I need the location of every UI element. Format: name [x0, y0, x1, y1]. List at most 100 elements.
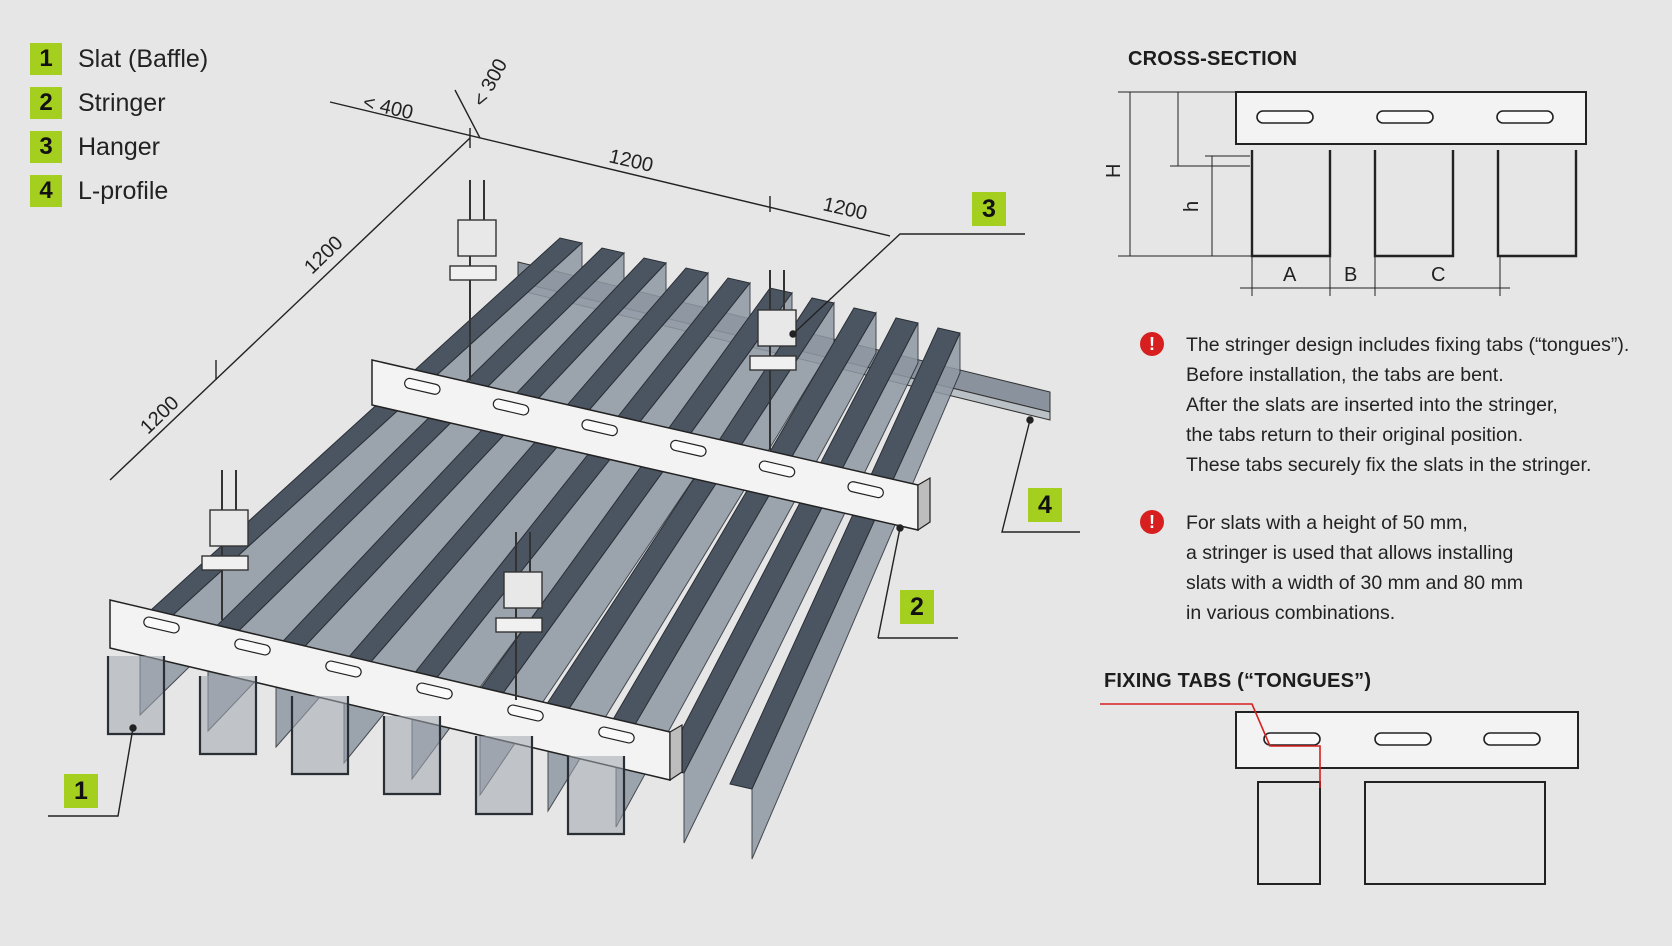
stringer-slot [581, 419, 618, 437]
legend: 1 Slat (Baffle) 2 Stringer 3 Hanger 4 L-… [30, 42, 208, 218]
cross-section-title: CROSS-SECTION [1128, 48, 1298, 70]
slat-end [566, 756, 626, 836]
warning-icon: ! [1140, 510, 1164, 534]
fixing-tabs-drawing [1100, 703, 1579, 885]
slats [116, 237, 961, 860]
note-line: Before installation, the tabs are bent. [1186, 364, 1504, 386]
slat-end [290, 696, 350, 776]
stringer-front-slots [143, 616, 635, 744]
legend-item-lprofile: 4 L-profile [30, 174, 208, 208]
hanger-bracket [201, 555, 249, 571]
stringer-slot [416, 682, 453, 700]
ft-slot [1483, 732, 1541, 746]
note-text: For slats with a height of 50 mm, a stri… [1186, 508, 1523, 628]
legend-item-stringer: 2 Stringer [30, 86, 208, 120]
hanger-clip [209, 509, 249, 547]
callout-lprofile: 4 [1028, 488, 1062, 522]
legend-item-hanger: 3 Hanger [30, 130, 208, 164]
slat-end [382, 716, 442, 796]
legend-label: L-profile [78, 176, 169, 205]
hangers [201, 180, 797, 700]
slat-end [474, 736, 534, 816]
cs-label-A: A [1283, 264, 1297, 286]
hanger-clip [757, 309, 797, 347]
cs-label-B: B [1344, 264, 1357, 286]
note-line: These tabs securely fix the slats in the… [1186, 454, 1592, 476]
note-line: the tabs return to their original positi… [1186, 424, 1524, 446]
slat-ends [106, 656, 626, 836]
stringer-slot [507, 704, 544, 722]
slat-end [106, 656, 166, 736]
cs-slat [1373, 150, 1455, 258]
cs-slot [1376, 110, 1434, 124]
stringer-slot [325, 660, 362, 678]
note-text: The stringer design includes fixing tabs… [1186, 330, 1629, 480]
leader-lprofile [1001, 419, 1080, 533]
stringer-back [371, 359, 931, 532]
legend-badge: 4 [30, 175, 62, 207]
dim-lt400: < 400 [361, 91, 415, 124]
cs-slots [1256, 110, 1554, 124]
cs-slot [1496, 110, 1554, 124]
dim-top-span-right: 1200 [821, 193, 869, 224]
hanger-bracket [449, 265, 497, 281]
callout-hanger: 3 [972, 192, 1006, 226]
legend-badge: 2 [30, 87, 62, 119]
stringer-slot [404, 377, 441, 395]
note-slat-height: ! For slats with a height of 50 mm, a st… [1140, 508, 1523, 628]
stringer-slot [758, 460, 796, 478]
ft-red-highlight [1100, 703, 1321, 788]
leader-dot-stringer [896, 524, 904, 532]
stringer-slot [143, 616, 180, 634]
note-line: After the slats are inserted into the st… [1186, 394, 1558, 416]
leader-stringer [877, 527, 901, 639]
stringer-slot [598, 726, 635, 744]
callout-leaders [48, 233, 1080, 817]
ft-slot [1374, 732, 1432, 746]
dim-left-span-lower: 1200 [136, 392, 183, 439]
hanger-bracket [495, 617, 543, 633]
stringer-back-slots [404, 377, 884, 499]
legend-badge: 3 [30, 131, 62, 163]
dim-left-span-upper: 1200 [300, 232, 347, 279]
hanger-clip [503, 571, 543, 609]
legend-label: Slat (Baffle) [78, 44, 209, 73]
note-line: in various combinations. [1186, 602, 1396, 624]
note-line: The stringer design includes fixing tabs… [1186, 334, 1630, 356]
stringer-front [109, 599, 683, 782]
top-dimension-line [329, 101, 891, 237]
ft-slot [1263, 732, 1321, 746]
note-tabs: ! The stringer design includes fixing ta… [1140, 330, 1629, 480]
ft-narrow-slat [1257, 781, 1321, 885]
cross-section-drawing [1118, 91, 1587, 296]
stringer-slot [847, 481, 884, 499]
ft-slots [1263, 732, 1541, 746]
left-dimension-line [109, 137, 471, 481]
cs-slot [1256, 110, 1314, 124]
callout-slat: 1 [64, 774, 98, 808]
cs-label-h: h [1181, 201, 1203, 212]
cs-slat [1496, 150, 1578, 258]
note-line: slats with a width of 30 mm and 80 mm [1186, 572, 1524, 594]
dim-top-span: 1200 [607, 145, 655, 176]
leader-hanger [792, 233, 1025, 335]
lt300-leader [454, 89, 481, 139]
fixing-tabs-title: FIXING TABS (“TONGUES”) [1104, 670, 1372, 692]
ft-wide-slat [1364, 781, 1546, 885]
legend-item-slat: 1 Slat (Baffle) [30, 42, 208, 76]
leader-dot-hanger [789, 330, 797, 338]
stringer-slot [234, 638, 271, 656]
dimension-lines [109, 89, 891, 481]
cs-slat [1250, 150, 1332, 258]
leader-dot-lprofile [1026, 416, 1034, 424]
note-line: a stringer is used that allows installin… [1186, 542, 1514, 564]
cs-slats [1250, 150, 1578, 258]
dim-lt300: < 300 [469, 55, 512, 110]
legend-label: Hanger [78, 132, 160, 161]
warning-icon: ! [1140, 332, 1164, 356]
hanger-clip [457, 219, 497, 257]
note-line: For slats with a height of 50 mm, [1186, 512, 1468, 534]
leader-dot-slat [129, 724, 137, 732]
